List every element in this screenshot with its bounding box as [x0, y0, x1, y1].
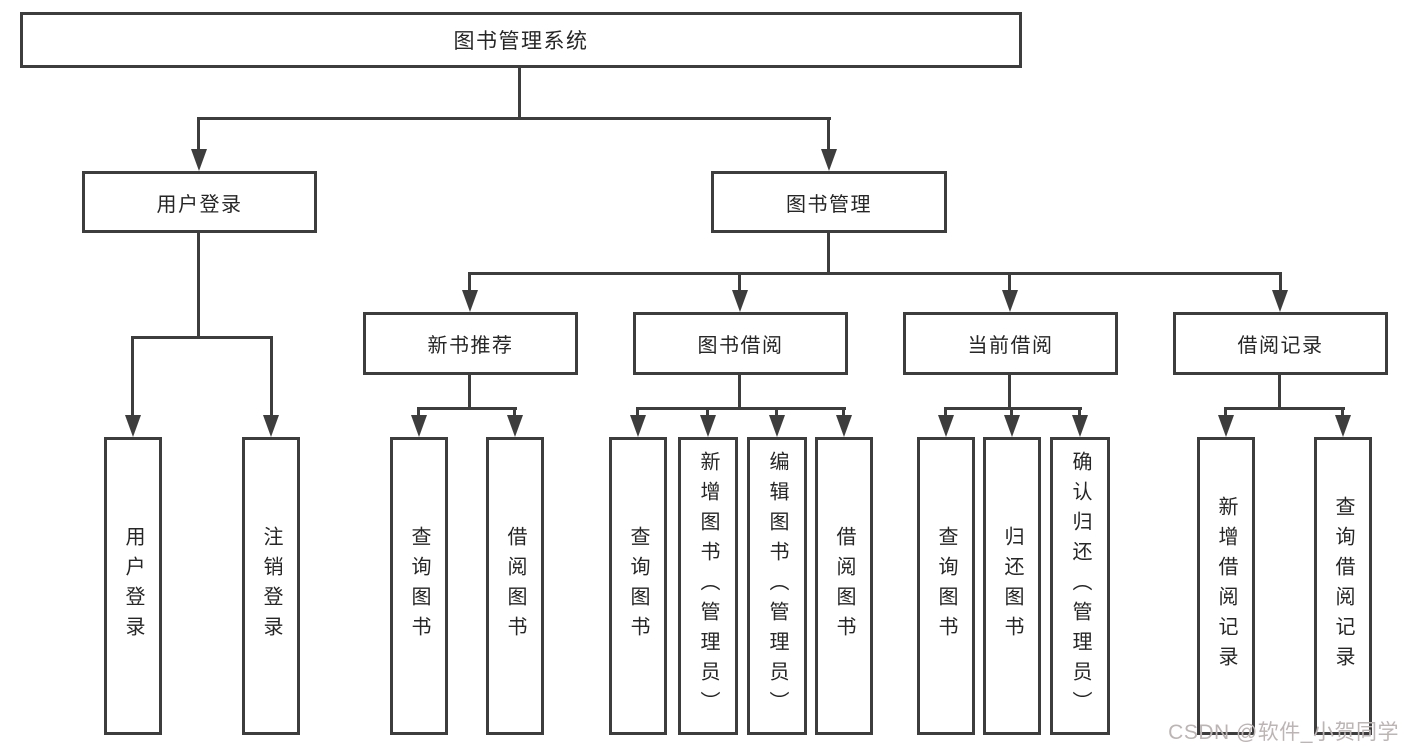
- leaf-confirm-return-admin: 确认归还（管理员）: [1050, 437, 1110, 735]
- leaf-add-borrow-record: 新增借阅记录: [1197, 437, 1255, 735]
- connector-line: [270, 336, 273, 421]
- leaf-edit-books-admin: 编辑图书（管理员）: [747, 437, 807, 735]
- connector-line: [738, 272, 741, 297]
- connector-line: [738, 373, 741, 410]
- node-label: 图书借阅: [697, 335, 784, 357]
- arrow-down-icon: [191, 149, 207, 171]
- node-label: 新书推荐: [427, 335, 514, 357]
- connector-line: [1224, 407, 1227, 422]
- connector-line: [706, 407, 709, 422]
- node-label: 注销登录: [260, 526, 282, 646]
- connector-line: [468, 272, 1282, 275]
- connector-line: [827, 117, 830, 153]
- arrow-down-icon: [1218, 415, 1234, 437]
- arrow-down-icon: [507, 415, 523, 437]
- arrow-down-icon: [1004, 415, 1020, 437]
- node-label: 归还图书: [1001, 526, 1023, 646]
- arrow-down-icon: [1335, 415, 1351, 437]
- node-label: 查询图书: [408, 526, 430, 646]
- connector-line: [417, 407, 420, 422]
- connector-line: [636, 407, 846, 410]
- node-label: 用户登录: [156, 193, 243, 216]
- connector-line: [131, 336, 273, 339]
- leaf-return-books: 归还图书: [983, 437, 1041, 735]
- connector-line: [944, 407, 1082, 410]
- node-label: 借阅记录: [1237, 335, 1324, 357]
- node-book-borrowing: 图书借阅: [633, 312, 848, 375]
- watermark: CSDN @软件_小贺同学: [1168, 721, 1399, 744]
- leaf-query-borrow-record: 查询借阅记录: [1314, 437, 1372, 735]
- connector-line: [198, 117, 831, 120]
- connector-line: [417, 407, 517, 410]
- node-label: 确认归还（管理员）: [1069, 451, 1091, 721]
- node-book-management: 图书管理: [711, 171, 947, 233]
- arrow-down-icon: [263, 415, 279, 437]
- leaf-query-books-current: 查询图书: [917, 437, 975, 735]
- connector-line: [131, 336, 134, 421]
- node-library-management-system: 图书管理系统: [20, 12, 1022, 68]
- connector-line: [1010, 407, 1013, 422]
- node-label: 新增图书（管理员）: [697, 451, 719, 721]
- arrow-down-icon: [630, 415, 646, 437]
- node-borrowing-records: 借阅记录: [1173, 312, 1388, 375]
- leaf-query-books-borrowing: 查询图书: [609, 437, 667, 735]
- arrow-down-icon: [411, 415, 427, 437]
- node-new-book-recommend: 新书推荐: [363, 312, 578, 375]
- node-label: 查询图书: [935, 526, 957, 646]
- node-label: 查询借阅记录: [1332, 496, 1354, 676]
- connector-line: [775, 407, 778, 422]
- leaf-user-login: 用户登录: [104, 437, 162, 735]
- node-label: 图书管理系统: [453, 30, 589, 53]
- arrow-down-icon: [769, 415, 785, 437]
- arrow-down-icon: [125, 415, 141, 437]
- connector-line: [1278, 373, 1281, 410]
- arrow-down-icon: [938, 415, 954, 437]
- connector-line: [197, 117, 200, 153]
- connector-line: [513, 407, 516, 422]
- connector-line: [1224, 407, 1345, 410]
- connector-line: [636, 407, 639, 422]
- arrow-down-icon: [1272, 290, 1288, 312]
- connector-line: [1279, 272, 1282, 297]
- connector-line: [1341, 407, 1344, 422]
- arrow-down-icon: [821, 149, 837, 171]
- node-label: 借阅图书: [504, 526, 526, 646]
- leaf-borrow-books-recommend: 借阅图书: [486, 437, 544, 735]
- leaf-query-books-recommend: 查询图书: [390, 437, 448, 735]
- connector-line: [1078, 407, 1081, 422]
- connector-line: [468, 373, 471, 410]
- arrow-down-icon: [836, 415, 852, 437]
- node-label: 图书管理: [786, 193, 872, 216]
- connector-line: [1008, 272, 1011, 297]
- leaf-borrow-books: 借阅图书: [815, 437, 873, 735]
- leaf-logout: 注销登录: [242, 437, 300, 735]
- connector-line: [827, 232, 830, 275]
- connector-line: [1008, 373, 1011, 410]
- arrow-down-icon: [1002, 290, 1018, 312]
- connector-line: [944, 407, 947, 422]
- connector-line: [518, 66, 521, 119]
- arrow-down-icon: [700, 415, 716, 437]
- node-label: 编辑图书（管理员）: [766, 451, 788, 721]
- leaf-add-books-admin: 新增图书（管理员）: [678, 437, 738, 735]
- node-label: 新增借阅记录: [1215, 496, 1237, 676]
- connector-line: [197, 232, 200, 339]
- node-label: 用户登录: [122, 526, 144, 646]
- node-current-borrowing: 当前借阅: [903, 312, 1118, 375]
- connector-line: [468, 272, 471, 297]
- arrow-down-icon: [462, 290, 478, 312]
- node-label: 查询图书: [627, 526, 649, 646]
- node-label: 借阅图书: [833, 526, 855, 646]
- arrow-down-icon: [1072, 415, 1088, 437]
- connector-line: [842, 407, 845, 422]
- arrow-down-icon: [732, 290, 748, 312]
- node-label: 当前借阅: [967, 335, 1054, 357]
- node-user-login: 用户登录: [82, 171, 317, 233]
